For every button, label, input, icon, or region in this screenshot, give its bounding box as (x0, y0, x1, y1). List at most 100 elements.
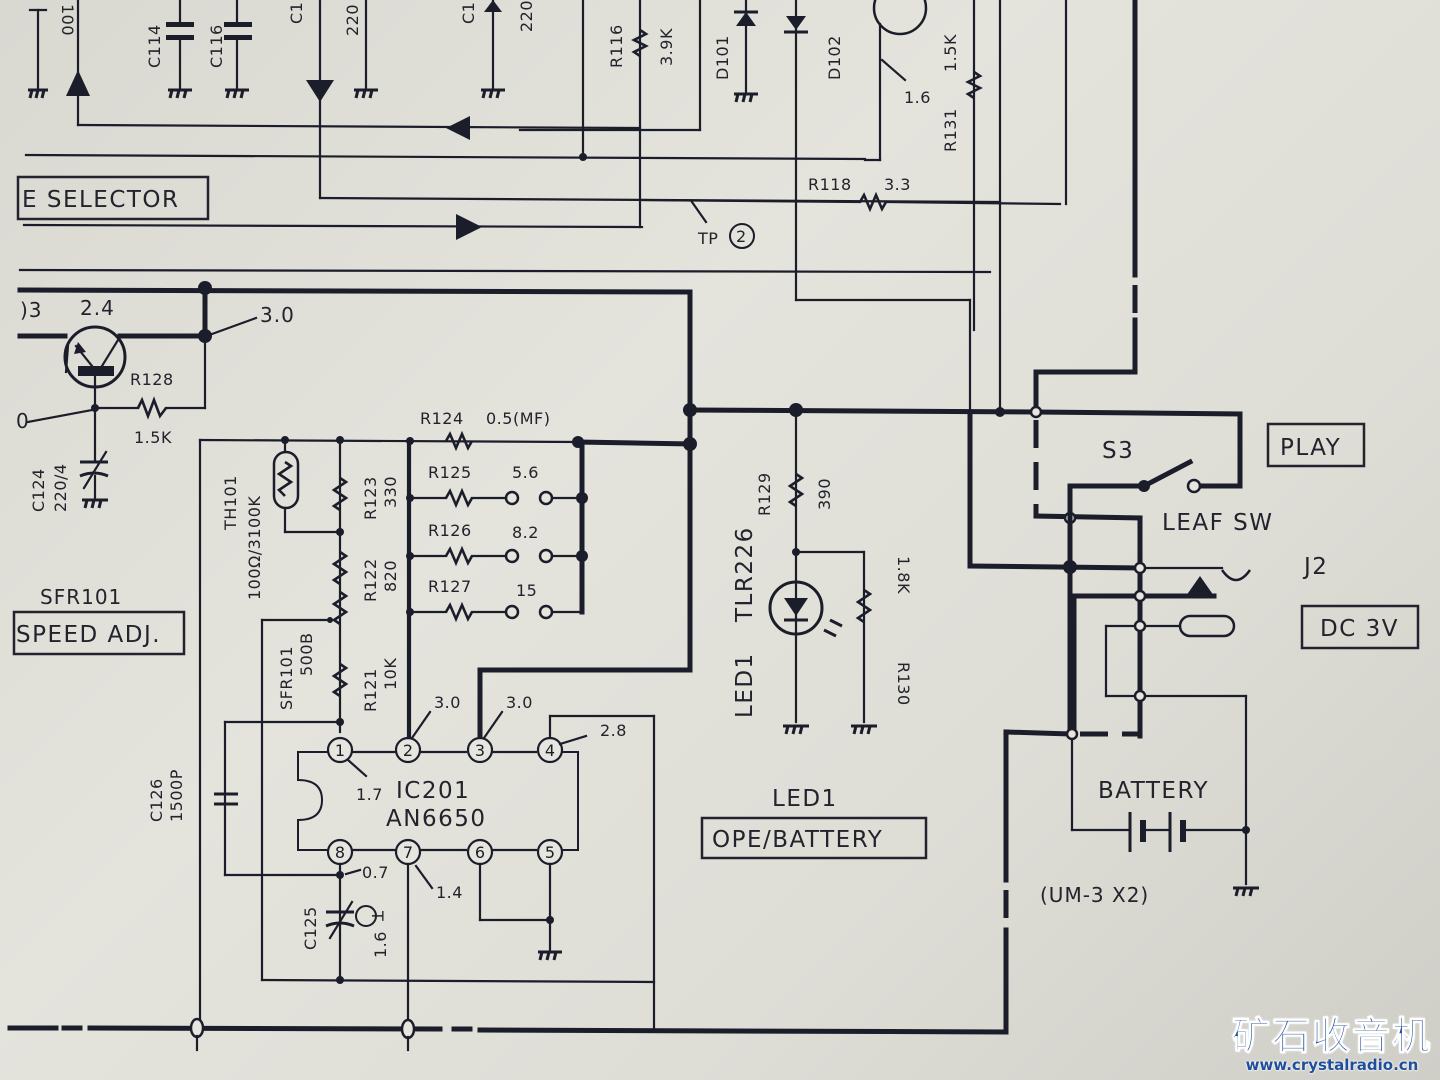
ic-pin-3: 3 (466, 736, 494, 764)
resistor-r128-value: 1.5K (134, 428, 172, 447)
arrow-up-icon (66, 70, 90, 96)
capacitor-c1-value: 220 (517, 0, 536, 32)
resistor-r129-label: R129 (755, 472, 774, 516)
svg-text:6: 6 (475, 843, 485, 862)
watermark-url: www.crystalradio.cn (1245, 1056, 1419, 1074)
resistor-r129-value: 390 (815, 478, 834, 510)
arrow-up-icon (484, 0, 502, 12)
test-point-label: TP (697, 229, 718, 248)
speed-adj-box (12, 610, 186, 656)
thermistor-th101: TH101 100Ω/3100K (221, 438, 342, 600)
voltage-label: 1.6 (371, 931, 390, 958)
svg-text:8: 8 (335, 843, 345, 862)
play-box (1266, 422, 1366, 468)
leaf-switch-label: LEAF SW (1162, 510, 1273, 536)
capacitor-c126-value: 1500P (167, 769, 186, 822)
svg-text:7: 7 (403, 843, 413, 862)
led-icon (768, 580, 843, 638)
resistor-r130-value: 1.8K (894, 556, 913, 594)
ic-ref-label: IC201 (396, 778, 470, 804)
resistor-r127-label: R127 (428, 577, 472, 596)
capacitor-c116-label: C116 (207, 24, 226, 68)
dc-input-label: DC 3V (1320, 616, 1399, 642)
mode-selector-label: E SELECTOR (22, 187, 180, 213)
voltage-label: 1.6 (904, 88, 931, 107)
ground-icon (481, 88, 505, 99)
voltage-label: 3.0 (260, 303, 295, 327)
resistor-r131-label: R131 (941, 108, 960, 152)
voltage-label: 0 (16, 409, 30, 433)
resistor-r116: R116 3.9K (518, 0, 702, 229)
transistor-q (17, 325, 208, 410)
capacitor-c124: C124 220/4 (29, 406, 109, 512)
ic-pin-5: 5 (536, 838, 564, 866)
jack-j2-label: J2 (1302, 554, 1328, 580)
led-function-box (700, 816, 928, 860)
ground-icon (1233, 886, 1259, 897)
resistor-r131-value: 1.5K (941, 34, 960, 72)
ic-pin-1: 1 (326, 736, 354, 764)
arrow-down-icon (306, 80, 334, 102)
resistor-r122-label: R122 (361, 558, 380, 602)
resistor-r126: R126 8.2 (406, 521, 588, 567)
test-point-tp2: TP 2 (690, 200, 755, 249)
ic-pin-2: 2 (394, 736, 422, 764)
resistor-r121-label: R121 (361, 668, 380, 712)
watermark-title: 矿石收音机 (1231, 1014, 1432, 1058)
speed-adj-ref-label: SFR101 (40, 585, 122, 609)
jack-contact-icon (1186, 576, 1214, 596)
diode-d102-label: D102 (825, 35, 844, 80)
resistor-r126-value: 8.2 (512, 523, 539, 542)
ic-pin-4: 4 (536, 736, 564, 764)
diode-d101-label: D101 (713, 35, 732, 80)
variable-resistor-value: 500B (297, 632, 316, 676)
ic-pin-8: 8 (326, 838, 354, 866)
resistor-r125-label: R125 (428, 463, 472, 482)
resistor-r124: R124 0.5(MF) (420, 409, 550, 452)
resistor-r128-label: R128 (130, 370, 174, 389)
voltage-label: 3.0 (506, 693, 533, 712)
led-label: LED1 (732, 652, 758, 718)
ground-icon (354, 88, 378, 99)
resistor-r130-label: R130 (894, 662, 913, 706)
resistor-r121-value: 10K (381, 658, 400, 690)
voltage-label: 1.7 (356, 785, 383, 804)
capacitor-c1-value: 220 (343, 4, 362, 36)
capacitor-c125-label: C125 (301, 906, 320, 950)
battery-spec-label: (UM-3 X2) (1040, 883, 1149, 907)
svg-text:1: 1 (335, 741, 345, 760)
voltage-label: 2.4 (80, 296, 115, 320)
diode-d102: D102 (784, 0, 844, 302)
test-point-number: 2 (736, 227, 747, 246)
voltage-label: 3.0 (434, 693, 461, 712)
arrow-right-icon (456, 214, 482, 240)
resistor-r118: R118 3.3 (638, 175, 1062, 213)
resistor-r127-value: 15 (516, 581, 537, 600)
voltage-label: 2.8 (600, 721, 627, 740)
arrow-left-icon (446, 116, 470, 140)
ground-icon (168, 88, 192, 99)
resistor-r131: R131 1.5K (941, 0, 983, 332)
resistor-r123-label: R123 (361, 476, 380, 520)
resistor-r125-value: 5.6 (512, 463, 539, 482)
mode-selector-box (16, 175, 210, 221)
svg-text:5: 5 (545, 843, 555, 862)
resistor-r124-value: 0.5(MF) (486, 409, 550, 428)
voltage-label: 1.4 (436, 883, 463, 902)
resistor-r122-value: 820 (381, 560, 400, 592)
speed-adj-label: SPEED ADJ. (16, 622, 161, 648)
site-watermark: 矿石收音机 www.crystalradio.cn (1231, 1014, 1432, 1075)
resistor-r116-value: 3.9K (657, 28, 676, 66)
transistor-ref-partial: )3 (20, 298, 43, 322)
thermistor-label: TH101 (221, 475, 240, 531)
thermistor-value: 100Ω/3100K (245, 496, 264, 600)
capacitor-c1-label: C1 (287, 2, 306, 24)
svg-text:4: 4 (545, 741, 555, 760)
ground-icon (28, 88, 48, 99)
ic-pin-6: 6 (466, 838, 494, 866)
ic201: C126 1500P 1 2 3 4 5 6 7 8 IC201 AN6650 … (147, 439, 656, 1030)
resistor-r118-value: 3.3 (884, 175, 911, 194)
component-value: 100 (58, 4, 77, 36)
switch-s3-label: S3 (1102, 438, 1134, 464)
